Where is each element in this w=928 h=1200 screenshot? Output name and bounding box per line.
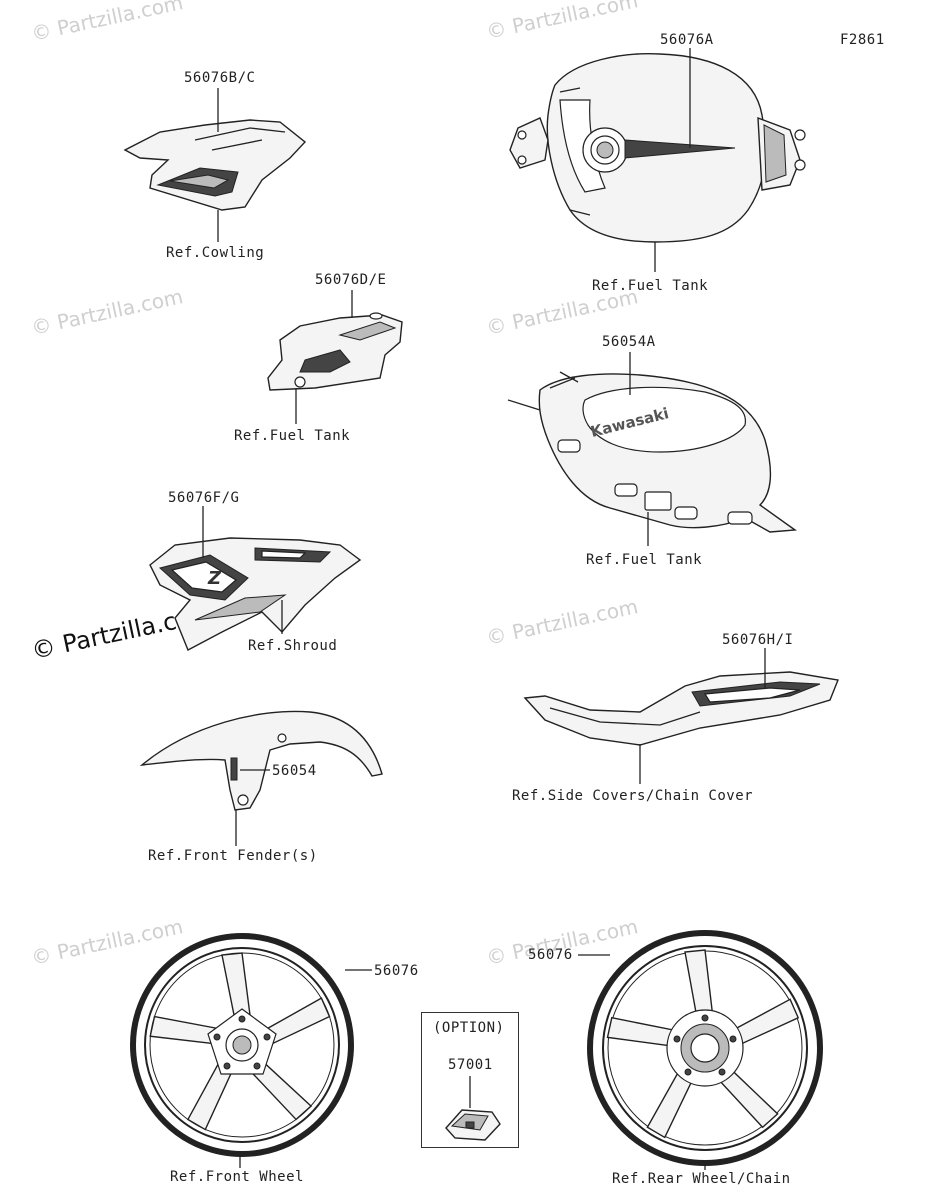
- cowling-decal-drawing: [123, 119, 307, 211]
- rear-wheel-drawing: [587, 930, 823, 1166]
- ref-shroud: Ref.Shroud: [248, 638, 338, 654]
- front-fender-drawing: [139, 710, 383, 811]
- callout-56076h-i[interactable]: 56076H/I: [722, 632, 794, 648]
- fuel-tank-top-drawing: [509, 53, 806, 243]
- ref-fuel-tank-top: Ref.Fuel Tank: [592, 278, 709, 294]
- ref-fuel-tank-decal: Ref.Fuel Tank: [234, 428, 351, 444]
- front-wheel-drawing: [130, 933, 354, 1157]
- callout-57001[interactable]: 57001: [448, 1057, 493, 1073]
- ref-side-covers: Ref.Side Covers/Chain Cover: [512, 788, 754, 804]
- callout-56076-rear[interactable]: 56076: [528, 947, 573, 963]
- side-cover-decal-drawing: [523, 671, 839, 746]
- callout-56054[interactable]: 56054: [272, 763, 317, 779]
- ref-fuel-tank-side: Ref.Fuel Tank: [586, 552, 703, 568]
- ref-front-wheel: Ref.Front Wheel: [170, 1169, 304, 1185]
- callout-56054a[interactable]: 56054A: [602, 334, 656, 350]
- option-label: (OPTION): [433, 1020, 505, 1036]
- tank-side-decal-drawing: [267, 312, 403, 391]
- ref-rear-wheel: Ref.Rear Wheel/Chain: [612, 1171, 791, 1187]
- callout-56076a[interactable]: 56076A: [660, 32, 714, 48]
- shroud-decal-drawing: Z: [149, 537, 362, 651]
- figure-code: F2861: [840, 32, 885, 48]
- ref-front-fender: Ref.Front Fender(s): [148, 848, 318, 864]
- option-box: [421, 1012, 519, 1148]
- callout-56076d-e[interactable]: 56076D/E: [315, 272, 387, 288]
- callout-56076f-g[interactable]: 56076F/G: [168, 490, 240, 506]
- shroud-badge-text: Z: [207, 568, 222, 589]
- option-tool-drawing: [445, 1109, 501, 1141]
- callout-56076-front[interactable]: 56076: [374, 963, 419, 979]
- callout-56076b-c[interactable]: 56076B/C: [184, 70, 256, 86]
- ref-cowling: Ref.Cowling: [166, 245, 265, 261]
- fuel-tank-side-drawing: Kawasaki: [507, 371, 797, 533]
